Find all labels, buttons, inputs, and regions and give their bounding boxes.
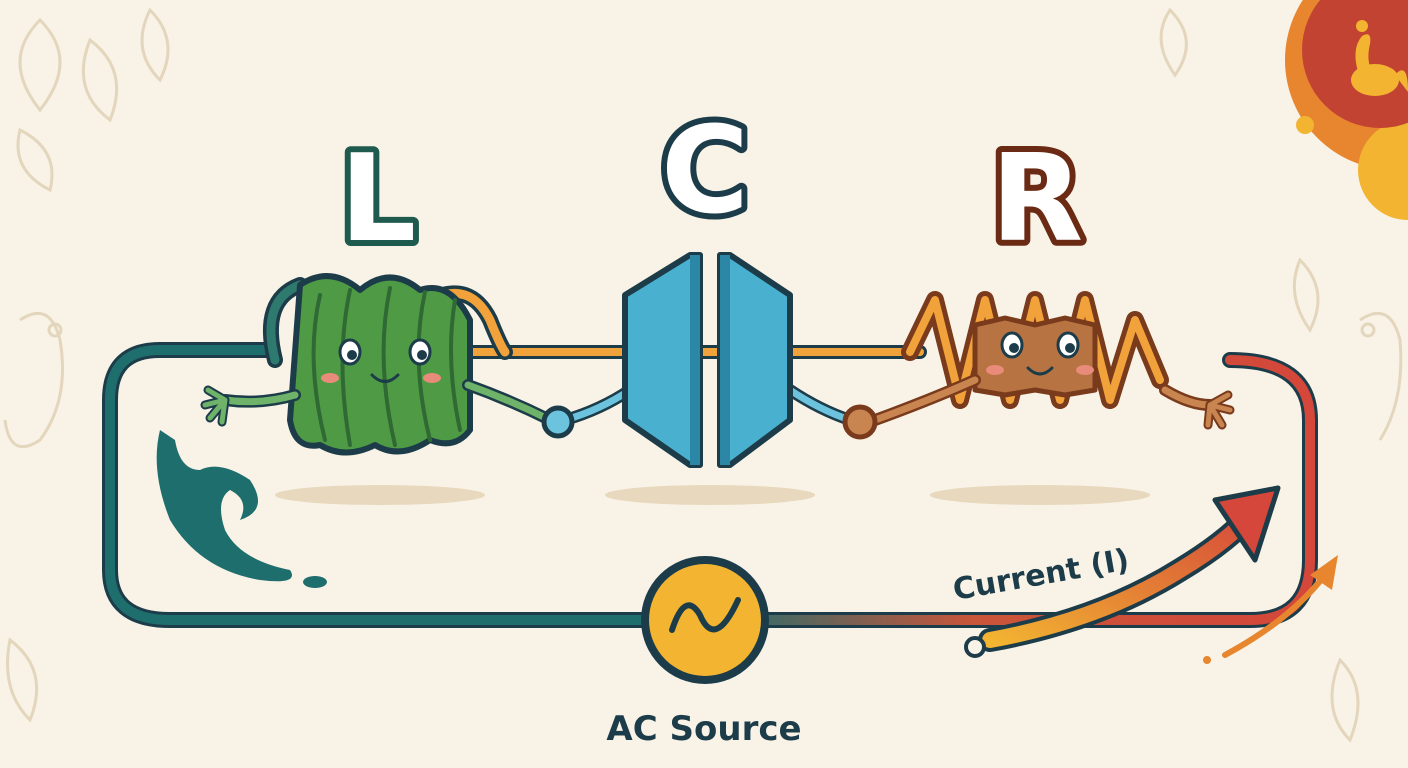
- shadow-resistor: [930, 485, 1150, 505]
- capacitor-label: C: [661, 102, 749, 241]
- resistor-character: [842, 291, 1235, 440]
- ac-source-label: AC Source: [606, 709, 801, 749]
- peacock-icon-left: [3, 311, 64, 449]
- resistor-label: R: [991, 130, 1083, 269]
- peacock-icon: [1351, 20, 1408, 96]
- paint-drop: [303, 576, 327, 588]
- shadow-inductor: [275, 485, 485, 505]
- corner-leaf-decoration-top-left: [16, 7, 170, 193]
- corner-leaf-decoration-bottom: [6, 637, 1360, 743]
- current-arrow: [964, 485, 1281, 658]
- inductor-character: [200, 273, 556, 456]
- capacitor-character: [541, 252, 856, 468]
- secondary-current-arrow: [1203, 555, 1338, 664]
- corner-leaf-decoration-top-right: [1159, 7, 1320, 333]
- paint-splash: [156, 430, 292, 582]
- peacock-icon-right: [1359, 311, 1403, 441]
- inductor-label: L: [340, 130, 416, 269]
- peacock-medallion: [1285, 0, 1408, 220]
- sine-wave-icon: [669, 597, 741, 633]
- shadow-capacitor: [605, 485, 815, 505]
- ac-source: [641, 556, 769, 684]
